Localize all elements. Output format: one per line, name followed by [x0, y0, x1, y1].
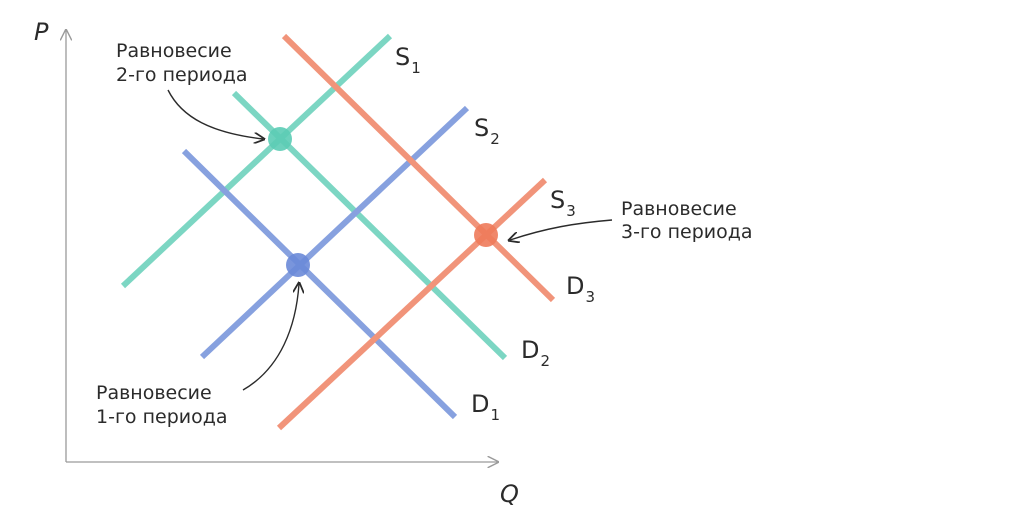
curve-labels: S1 S2 S3 D3 D2 D1	[395, 43, 595, 424]
axes: P Q	[34, 18, 519, 508]
supply-curve-s2	[199, 105, 470, 360]
annotation-2-line1: Равновесие	[116, 40, 232, 62]
equilibrium-points	[268, 127, 498, 277]
annotation-2-line2: 2-го периода	[116, 64, 248, 86]
supply-curve-s1	[120, 33, 393, 289]
annotation-1-line2: 1-го периода	[96, 406, 228, 428]
label-d1: D1	[471, 390, 500, 424]
y-axis-label: P	[34, 18, 49, 46]
annotation-2-arrow	[167, 89, 263, 139]
equilibrium-point-2	[268, 127, 292, 151]
x-axis-label: Q	[500, 480, 519, 508]
annotation-3-line2: 3-го периода	[621, 221, 753, 243]
label-d2: D2	[521, 336, 550, 370]
annotation-1-line1: Равновесие	[96, 382, 212, 404]
label-d3: D3	[566, 272, 595, 306]
annotation-equilibrium-1: Равновесие 1-го периода	[96, 284, 299, 428]
annotation-3-arrow	[510, 219, 613, 240]
label-s2: S2	[474, 114, 500, 148]
annotation-equilibrium-2: Равновесие 2-го периода	[116, 40, 263, 139]
annotation-3-line1: Равновесие	[621, 198, 737, 220]
label-s3: S3	[550, 186, 576, 220]
label-s1: S1	[395, 43, 421, 77]
equilibrium-point-3	[474, 223, 498, 247]
annotation-1-arrow	[242, 284, 299, 391]
supply-curve-s3	[276, 177, 548, 431]
demand-curve-d3	[281, 33, 556, 303]
annotation-equilibrium-3: Равновесие 3-го периода	[510, 198, 753, 243]
equilibrium-point-1	[286, 253, 310, 277]
demand-curve-d1	[181, 148, 458, 420]
